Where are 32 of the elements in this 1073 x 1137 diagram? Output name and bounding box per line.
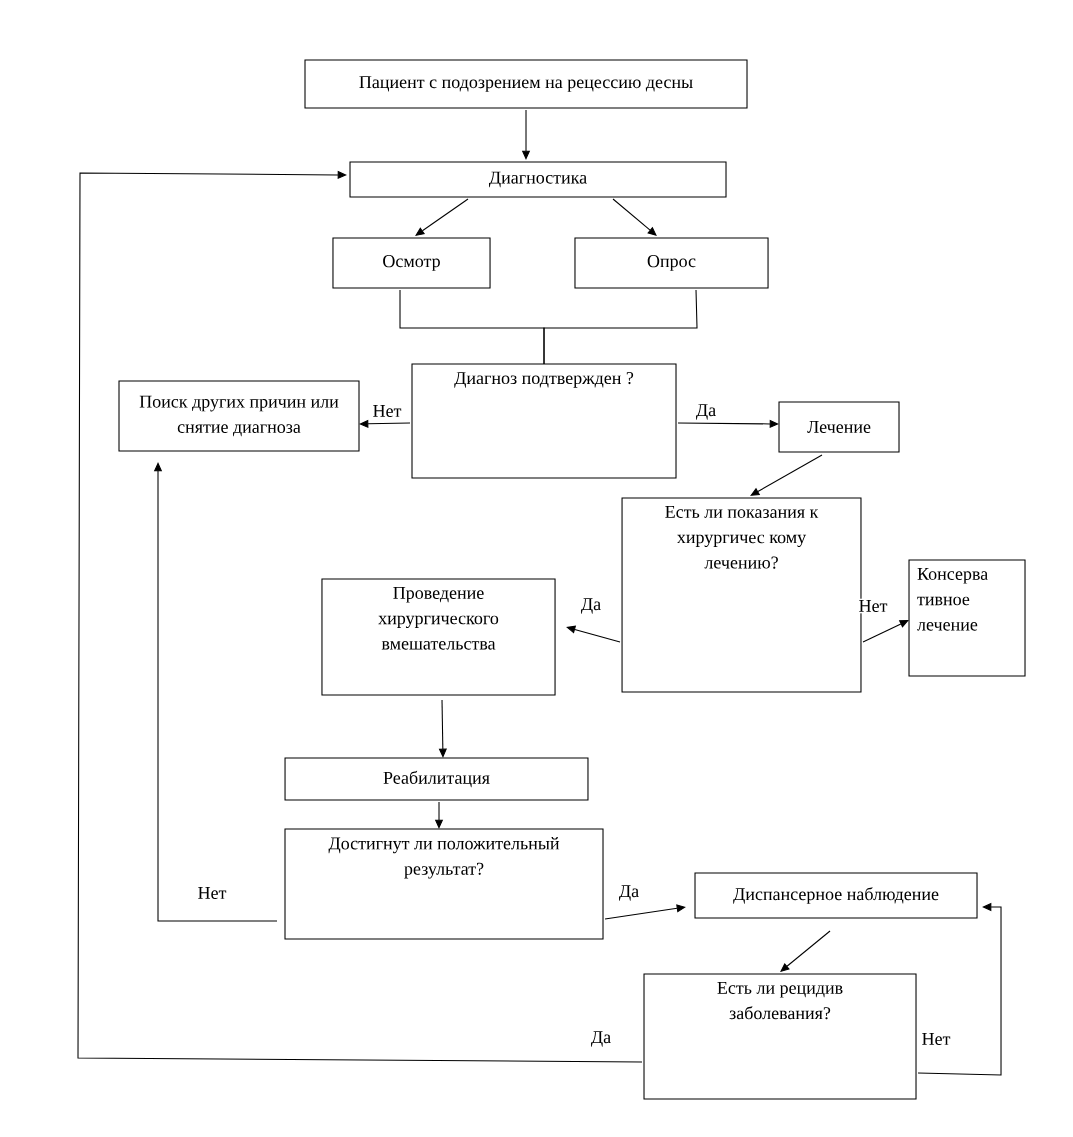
edge-label: Да [617,883,641,903]
edge-label: Нет [196,885,228,901]
process-box: Диагностика [349,161,727,198]
process-box: Диагноз подтвержден ? [411,363,677,479]
arrow [862,620,909,643]
process-box: Есть ли рецидив заболевания? [643,973,917,1100]
process-box: Консерва тивное лечение [908,559,1026,677]
arrow [780,930,831,972]
process-box: Лечение [778,401,900,453]
process-box: Пациент с подозрением на рецессию десны [304,59,748,109]
edge-label: Да [589,1029,613,1049]
arrow [604,904,686,920]
edge-label: Да [579,596,603,616]
process-box: Осмотр [332,237,491,289]
arrow [612,198,657,236]
arrow [415,198,469,236]
process-box: Реабилитация [284,757,589,801]
process-box: Опрос [574,237,769,289]
edge-label: Да [694,402,718,422]
edge-label: Нет [371,403,403,419]
edge-label: Нет [857,598,889,614]
arrow [77,170,643,1063]
process-box: Достигнут ли положительный результат? [284,828,604,940]
arrow [153,462,278,922]
arrow [359,419,411,428]
process-box: Диспансерное наблюдение [694,872,978,919]
process-box: Проведение хирургического вмешательства [321,578,556,696]
arrow [566,625,621,643]
connector-line [543,289,698,365]
edge-label: Нет [920,1031,952,1047]
process-box: Поиск других причин или снятие диагноза [118,380,360,452]
arrow [750,454,823,496]
